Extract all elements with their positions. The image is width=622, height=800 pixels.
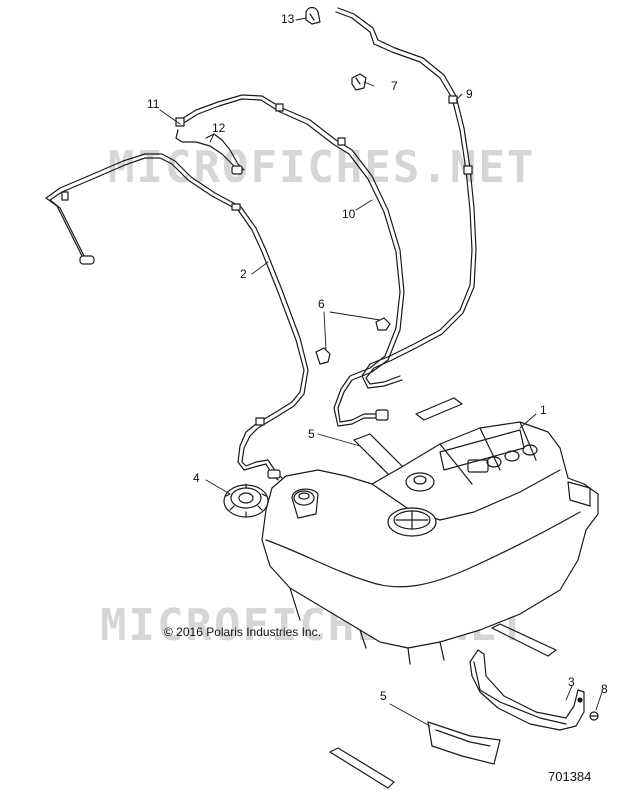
callout-6: 6 [318, 297, 325, 311]
pad-part-5-lower [329, 623, 557, 789]
bolt-part-8 [589, 711, 599, 721]
callout-12: 12 [212, 121, 226, 135]
callout-10: 10 [342, 207, 356, 221]
copyright-notice: © 2016 Polaris Industries Inc. [164, 625, 321, 639]
fuel-hose-part-2 [45, 153, 309, 481]
leader-lines [159, 17, 603, 727]
vent-hose-part-9 [335, 7, 477, 389]
callout-13: 13 [281, 12, 295, 26]
clip-part-6 [315, 317, 391, 365]
callout-2: 2 [240, 267, 247, 281]
diagram-number: 701384 [548, 769, 592, 784]
callout-5-lower: 5 [380, 689, 387, 703]
fuel-cap-part-4 [223, 483, 269, 518]
clip-part-13 [305, 6, 321, 25]
callout-8: 8 [601, 682, 608, 696]
callout-4: 4 [193, 471, 200, 485]
callout-1: 1 [540, 403, 547, 417]
callout-9: 9 [466, 87, 473, 101]
callout-7: 7 [391, 79, 398, 93]
callout-5-upper: 5 [308, 427, 315, 441]
fuel-tank-part-1 [261, 421, 599, 665]
fuel-hose-part-10 [175, 94, 405, 427]
callout-11: 11 [147, 97, 160, 111]
tank-strap-part-3 [469, 649, 585, 731]
callout-3: 3 [568, 675, 575, 689]
clip-part-7 [351, 73, 367, 91]
watermark-top: MICROFICHES.NET [108, 142, 536, 193]
fuel-hose-part-12 [175, 129, 245, 175]
